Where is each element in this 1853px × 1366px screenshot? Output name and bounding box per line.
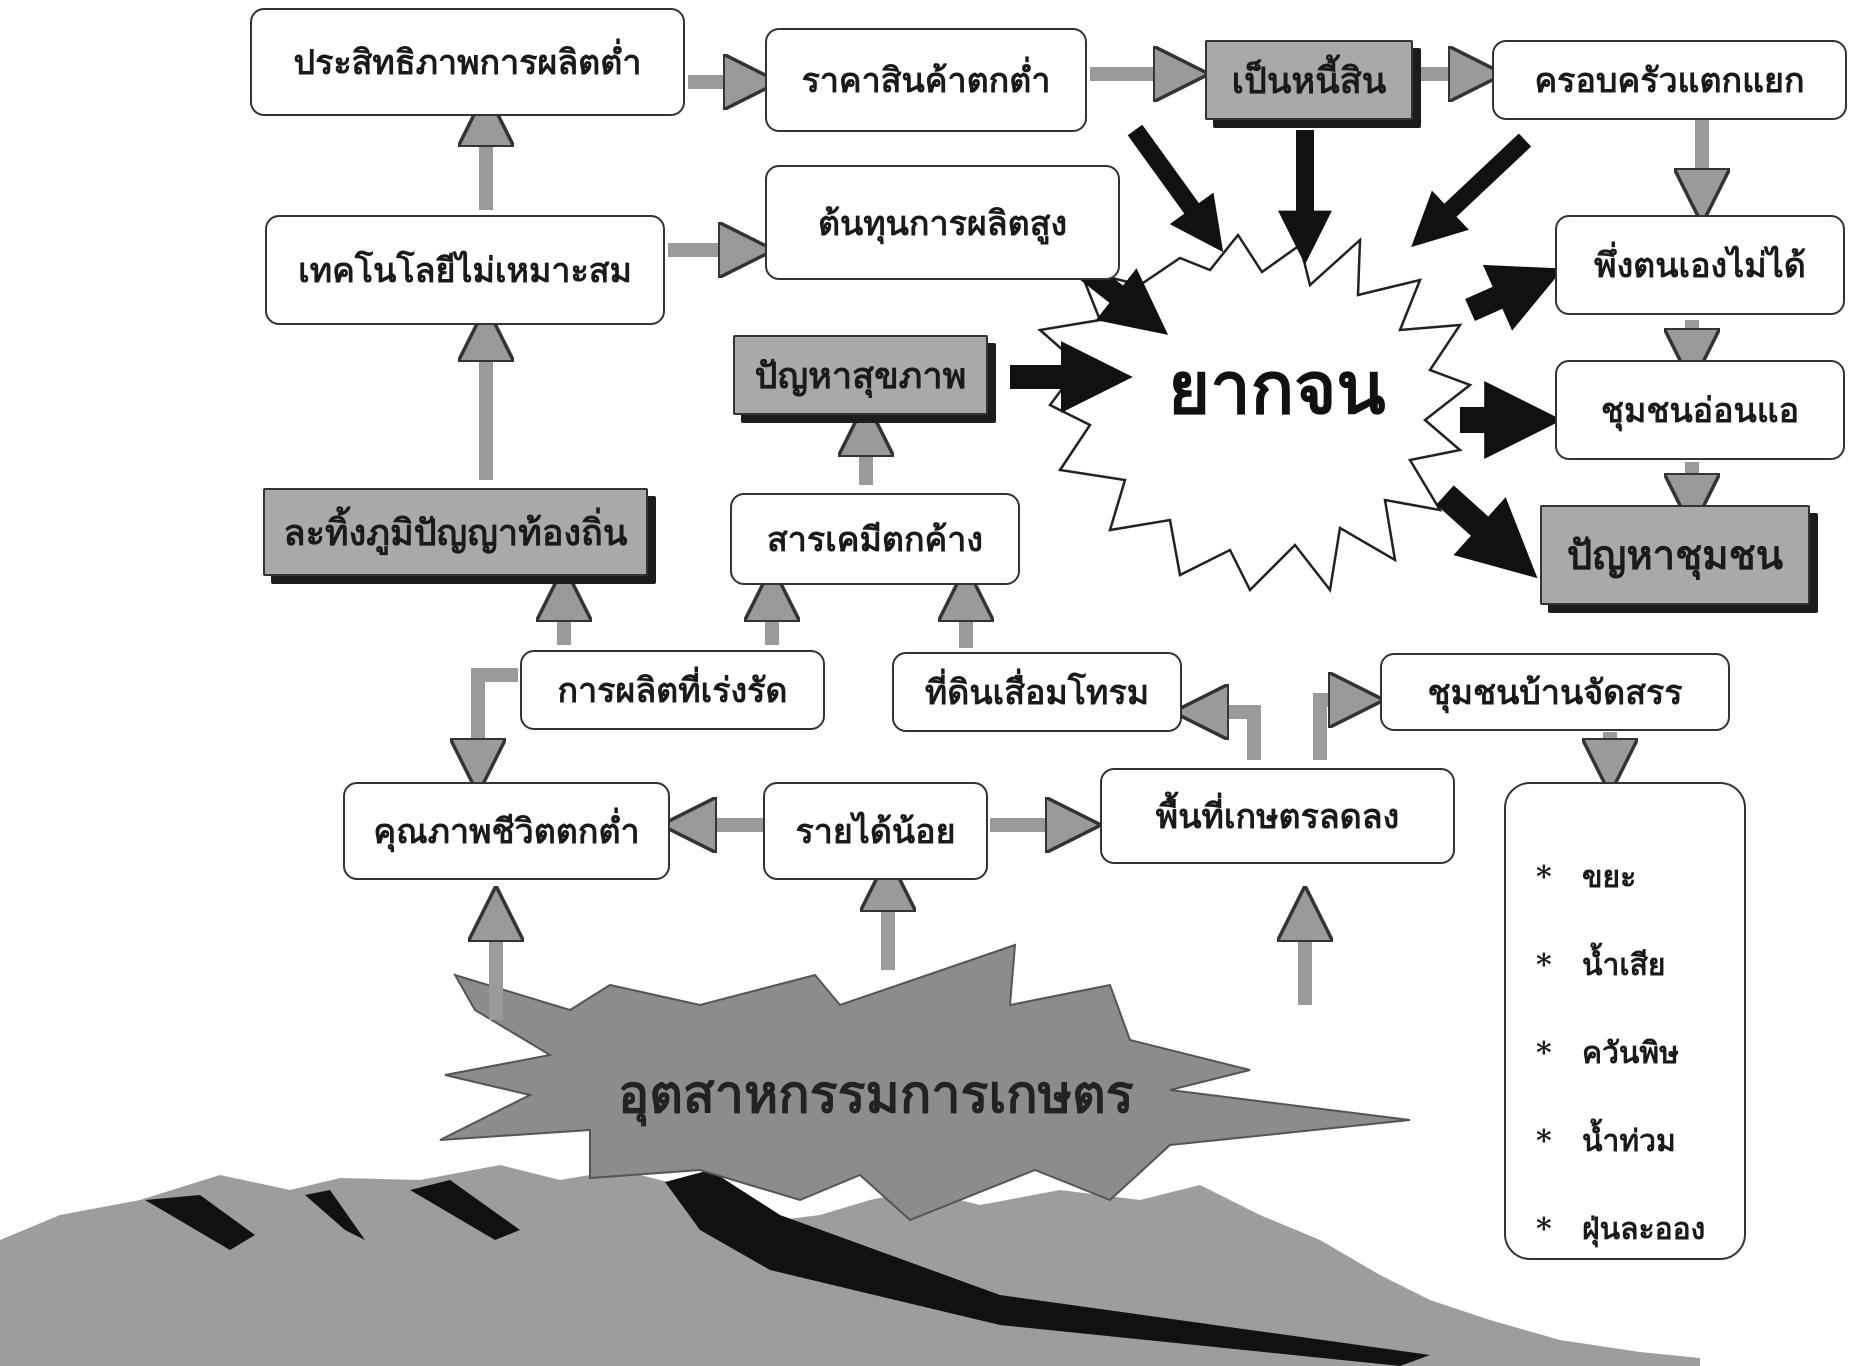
node-community-problem: ปัญหาชุมชน <box>1540 505 1810 605</box>
impact-item-dust: *ฝุ่นละออง <box>1536 1212 1706 1247</box>
bullet-star: * <box>1536 1036 1552 1071</box>
node-low-price: ราคาสินค้าตกต่ำ <box>765 28 1087 132</box>
node-low-quality-life: คุณภาพชีวิตตกต่ำ <box>343 782 670 880</box>
arrow-poverty-to-selfreliance <box>1465 264 1564 331</box>
arrow-debt-left-to-poverty <box>1127 124 1224 253</box>
bullet-star: * <box>1536 1212 1552 1247</box>
gray-arrows <box>478 74 1702 1020</box>
black-arrows <box>1010 124 1564 579</box>
mountain-shadow <box>410 1180 520 1240</box>
node-high-cost: ต้นทุนการผลิตสูง <box>765 165 1120 280</box>
impact-item-flood: *น้ำท่วม <box>1536 1124 1676 1159</box>
bullet-star: * <box>1536 948 1552 983</box>
impact-item-garbage: *ขยะ <box>1536 860 1637 895</box>
arrow-farmland-to-housing <box>1313 700 1345 760</box>
node-family-breakup: ครอบครัวแตกแยก <box>1492 40 1847 120</box>
node-low-income: รายได้น้อย <box>763 782 988 880</box>
bullet-star: * <box>1536 1124 1552 1159</box>
node-debt: เป็นหนี้สิน <box>1205 40 1413 120</box>
arrow-rushed-to-quality <box>478 668 518 755</box>
node-rushed-production: การผลิตที่เร่งรัด <box>520 650 825 730</box>
node-health-problem: ปัญหาสุขภาพ <box>733 335 988 415</box>
node-less-farmland: พื้นที่เกษตรลดลง <box>1100 768 1455 864</box>
impact-item-smoke: *ควันพิษ <box>1536 1036 1679 1071</box>
mountain-shadow <box>665 1170 1430 1366</box>
impact-item-wastewater: *น้ำเสีย <box>1536 948 1666 983</box>
node-weak-community: ชุมชนอ่อนแอ <box>1555 360 1845 460</box>
arrow-poverty-to-problem <box>1436 485 1538 579</box>
agro-industry-burst <box>439 943 1411 1222</box>
node-chemical-residue: สารเคมีตกค้าง <box>730 493 1020 585</box>
agro-industry-label: อุตสาหกรรมการเกษตร <box>618 1065 1134 1125</box>
node-self-reliance: พึ่งตนเองไม่ได้ <box>1555 215 1845 315</box>
poverty-label: ยากจน <box>1168 346 1386 430</box>
node-degraded-land: ที่ดินเสื่อมโทรม <box>892 652 1182 732</box>
node-unsuitable-tech: เทคโนโลยีไม่เหมาะสม <box>265 215 665 325</box>
node-low-productivity: ประสิทธิภาพการผลิตต่ำ <box>250 8 685 116</box>
mountain-shadow <box>305 1190 365 1240</box>
arrow-farmland-to-land <box>1212 712 1261 760</box>
node-abandon-wisdom: ละทิ้งภูมิปัญญาท้องถิ่น <box>263 488 648 576</box>
bullet-star: * <box>1536 860 1552 895</box>
node-housing-community: ชุมชนบ้านจัดสรร <box>1380 653 1730 731</box>
arrow-family-to-poverty <box>1411 133 1532 248</box>
mountain-shadow <box>145 1195 255 1250</box>
impacts-list: *ขยะ *น้ำเสีย *ควันพิษ *น้ำท่วม *ฝุ่นละอ… <box>1504 782 1746 1260</box>
